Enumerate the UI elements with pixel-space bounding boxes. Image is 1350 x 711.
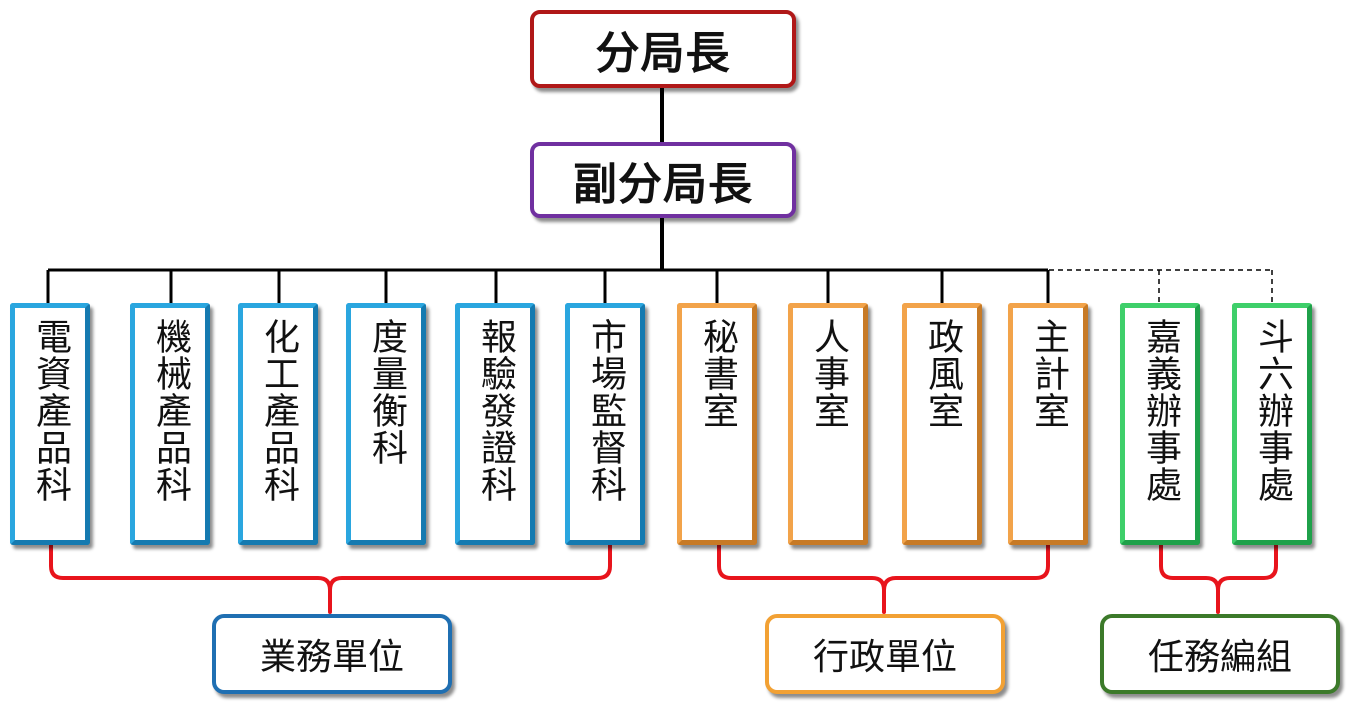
unit-metrology: 度量衡科 [346, 303, 426, 545]
unit-label: 政風室 [922, 318, 963, 429]
unit-label: 電資產品科 [30, 318, 71, 503]
group-business: 業務單位 [212, 614, 452, 694]
group-admin: 行政單位 [765, 614, 1005, 694]
group-task: 任務編組 [1100, 614, 1340, 694]
group-label: 業務單位 [259, 637, 404, 678]
deputy-label: 副分局長 [573, 159, 753, 210]
unit-secretariat: 秘書室 [677, 303, 757, 545]
unit-label: 嘉義辦事處 [1140, 318, 1181, 503]
unit-chemical: 化工產品科 [238, 303, 318, 545]
unit-personnel: 人事室 [788, 303, 868, 545]
deputy-box: 副分局長 [530, 142, 796, 218]
group-label: 任務編組 [1147, 637, 1292, 678]
unit-mechanical: 機械產品科 [130, 303, 210, 545]
unit-label: 市場監督科 [585, 318, 626, 503]
unit-label: 主計室 [1028, 318, 1069, 429]
unit-label: 報驗發證科 [475, 318, 516, 503]
chief-box: 分局長 [530, 10, 796, 88]
unit-electronics: 電資產品科 [10, 303, 90, 545]
unit-label: 人事室 [808, 318, 849, 429]
unit-accounting: 主計室 [1008, 303, 1088, 545]
unit-label: 度量衡科 [366, 318, 407, 466]
unit-ethics: 政風室 [902, 303, 982, 545]
group-label: 行政單位 [812, 637, 957, 678]
unit-market: 市場監督科 [565, 303, 645, 545]
chief-label: 分局長 [595, 28, 731, 79]
unit-label: 機械產品科 [150, 318, 191, 503]
unit-label: 化工產品科 [258, 318, 299, 503]
unit-chiayi-office: 嘉義辦事處 [1120, 303, 1200, 545]
unit-label: 斗六辦事處 [1252, 318, 1293, 503]
unit-label: 秘書室 [697, 318, 738, 429]
unit-inspection: 報驗發證科 [455, 303, 535, 545]
unit-douliu-office: 斗六辦事處 [1232, 303, 1312, 545]
